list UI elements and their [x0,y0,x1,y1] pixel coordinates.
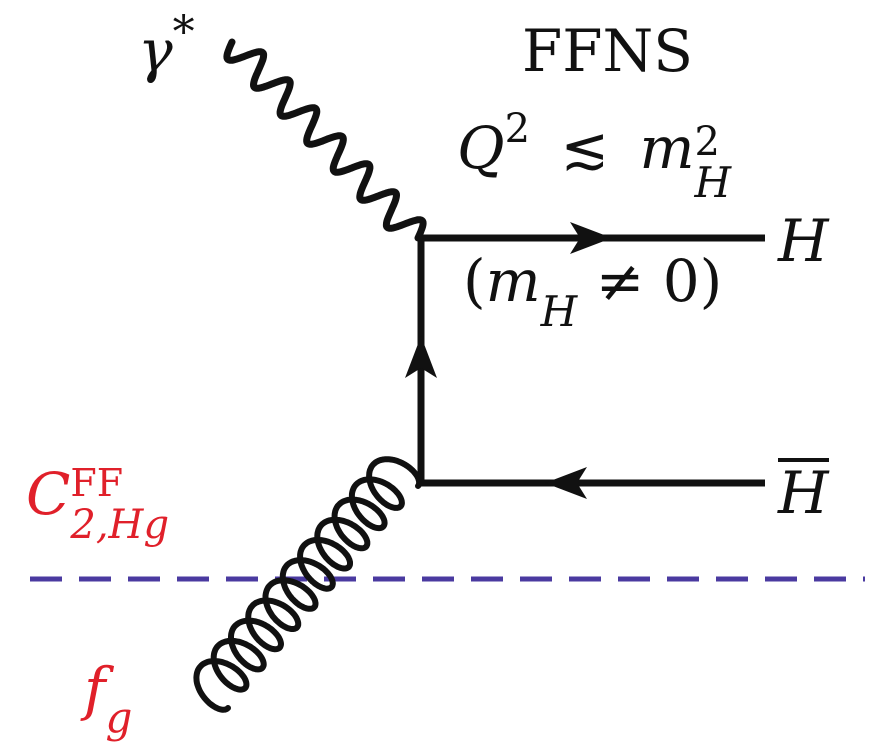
quark-arrow-up [405,336,437,378]
coefficient-symbol: C [26,459,71,528]
q-symbol: Q [457,114,505,183]
photon-symbol: γ [138,17,173,85]
mass-note-rest: ≠ 0) [577,247,723,315]
gluon-propagator [193,456,423,713]
coefficient-subscript: 2,Hg [70,501,170,548]
quark-label: H [778,207,829,275]
mass-note-open: ( [463,247,486,315]
antiquark-arrow-left [545,467,587,499]
pdf-label: fg [84,660,132,738]
coefficient-superscript: FF [70,461,124,505]
approx-leq-symbol: ≲ [560,114,610,183]
q-exponent: 2 [504,105,531,152]
m-symbol: m [639,114,695,183]
antiquark-symbol: H [778,458,829,527]
scheme-title: FFNS [522,17,693,85]
mass-note: (mH ≠ 0) [463,252,722,332]
antiquark-label: H [778,458,829,522]
photon-propagator [223,38,427,242]
mass-note-m: m [485,247,541,315]
m-exponent: 2 [694,119,720,165]
pdf-symbol: f [84,655,106,723]
photon-label: γ* [138,10,195,80]
mass-note-sub: H [540,286,578,336]
quark-arrow-right [570,222,612,254]
photon-superscript: * [172,6,195,58]
pdf-subscript: g [105,692,133,742]
m-subscript: H [694,158,732,207]
